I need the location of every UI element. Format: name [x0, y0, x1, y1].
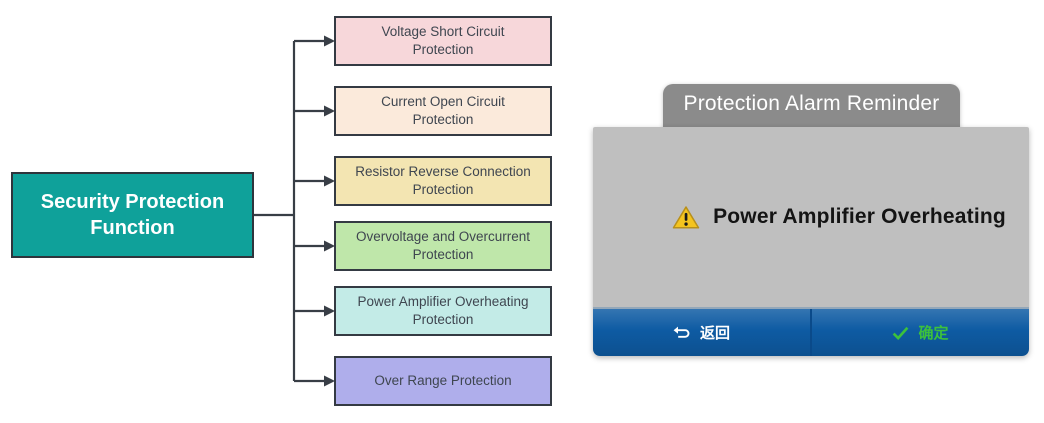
warning-triangle-icon — [672, 205, 700, 228]
arrowhead-icon — [324, 35, 335, 47]
flowchart-root-node: Security Protection Function — [11, 172, 254, 258]
check-icon — [893, 326, 909, 340]
arrowhead-icon — [324, 240, 335, 252]
arrowhead-icon — [324, 305, 335, 317]
dialog-title: Protection Alarm Reminder — [683, 92, 940, 115]
confirm-button[interactable]: 确定 — [812, 309, 1029, 356]
flowchart-node-label: Overvoltage and Overcurrent Protection — [355, 229, 531, 262]
arrowhead-icon — [324, 105, 335, 117]
dialog-body: Power Amplifier Overheating — [593, 127, 1029, 307]
confirm-button-label: 确定 — [918, 325, 949, 342]
flowchart-node-resistor-reverse: Resistor Reverse Connection Protection — [334, 156, 552, 206]
flowchart-node-label: Over Range Protection — [374, 373, 512, 389]
alarm-message: Power Amplifier Overheating — [713, 205, 1006, 228]
flowchart-node-amplifier-overheating: Power Amplifier Overheating Protection — [334, 286, 552, 336]
arrowhead-icon — [324, 175, 335, 187]
flowchart-node-voltage-short-circuit: Voltage Short Circuit Protection — [334, 16, 552, 66]
flowchart-node-label: Power Amplifier Overheating Protection — [357, 294, 529, 327]
back-button[interactable]: 返回 — [593, 309, 810, 356]
flowchart-node-label: Current Open Circuit Protection — [381, 94, 505, 127]
alarm-message-row: Power Amplifier Overheating — [672, 205, 1006, 230]
flowchart-node-over-range: Over Range Protection — [334, 356, 552, 406]
dialog-footer: 返回 确定 — [593, 307, 1029, 356]
flowchart-node-label: Resistor Reverse Connection Protection — [355, 164, 531, 197]
footer-divider — [810, 309, 812, 356]
return-arrow-icon — [673, 326, 690, 338]
back-button-label: 返回 — [699, 325, 730, 342]
protection-alarm-dialog: Power Amplifier Overheating 返回 确定 — [593, 127, 1029, 356]
flowchart-root-label: Security Protection Function — [40, 191, 225, 239]
flowchart-node-label: Voltage Short Circuit Protection — [381, 24, 505, 57]
flowchart-node-overvoltage-overcurrent: Overvoltage and Overcurrent Protection — [334, 221, 552, 271]
flowchart-node-current-open-circuit: Current Open Circuit Protection — [334, 86, 552, 136]
arrowhead-icon — [324, 375, 335, 387]
